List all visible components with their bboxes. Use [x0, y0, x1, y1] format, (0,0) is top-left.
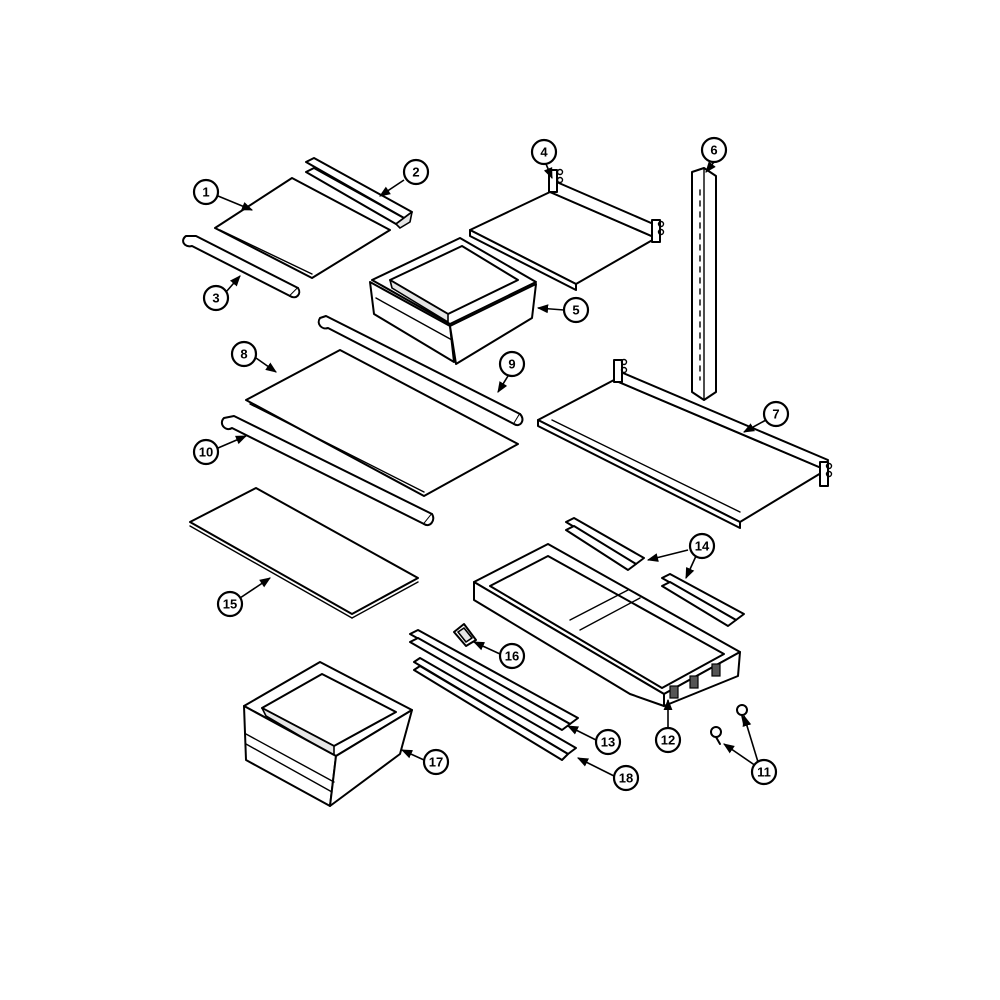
leader-15 [239, 577, 271, 599]
leader-13 [566, 725, 597, 741]
part-4-cantilever-shelf [469, 168, 665, 291]
part-5-drawer [369, 237, 537, 365]
part-17-crisper-drawer [243, 661, 413, 807]
callout-16: 16 [498, 642, 526, 670]
callout-15-label: 15 [223, 597, 237, 612]
part-11-screws [710, 704, 748, 745]
part-12-crisper-cover-frame [473, 543, 741, 707]
callout-11-label: 11 [757, 765, 771, 780]
callout-12: 12 [654, 726, 682, 754]
leader-1 [217, 195, 254, 211]
callout-4-label: 4 [540, 145, 548, 160]
callout-8: 8 [230, 340, 258, 368]
leader-11a [742, 714, 759, 763]
part-16-bracket [453, 623, 477, 647]
callout-5-label: 5 [572, 303, 579, 318]
part-18-rail [413, 657, 577, 761]
leader-14a [646, 549, 689, 562]
leader-11b [723, 743, 757, 767]
callout-12-label: 12 [661, 733, 675, 748]
callout-6-label: 6 [710, 143, 717, 158]
part-8-glass-shelf [245, 349, 519, 497]
leader-18 [576, 757, 615, 777]
part-13-rail [409, 629, 579, 731]
leader-6 [705, 161, 716, 173]
callout-1: 1 [192, 178, 220, 206]
callout-13: 13 [594, 728, 622, 756]
part-7-cantilever-shelf-large [537, 358, 833, 529]
callout-17: 17 [422, 748, 450, 776]
leader-lines [217, 161, 767, 777]
part-1-glass-shelf [214, 177, 391, 279]
callout-18-label: 18 [619, 771, 633, 786]
leader-8 [255, 357, 277, 373]
leader-4 [543, 163, 553, 180]
leader-9 [497, 375, 509, 393]
callout-18: 18 [612, 764, 640, 792]
callout-17-label: 17 [429, 755, 443, 770]
callout-13-label: 13 [601, 735, 615, 750]
part-14-trim-pieces [565, 517, 745, 627]
callout-9-label: 9 [508, 357, 515, 372]
callout-4: 4 [530, 138, 558, 166]
leader-16 [472, 641, 501, 655]
callout-1-label: 1 [202, 185, 209, 200]
part-9-shelf-trim [317, 315, 524, 426]
callout-14: 14 [688, 532, 716, 560]
part-6-shelf-ladder [691, 167, 717, 401]
part-10-shelf-trim [220, 415, 435, 526]
callout-10-label: 10 [199, 445, 213, 460]
callout-7: 7 [762, 400, 790, 428]
part-15-crisper-cover-glass [189, 487, 419, 619]
leader-14b [685, 555, 697, 580]
callout-5: 5 [562, 296, 590, 324]
callout-7-label: 7 [772, 407, 779, 422]
callout-3: 3 [202, 284, 230, 312]
callout-9: 9 [498, 350, 526, 378]
part-3-shelf-trim-front [182, 235, 301, 299]
callout-10: 10 [192, 438, 220, 466]
callout-15: 15 [216, 590, 244, 618]
leader-17 [400, 749, 425, 761]
part-2-shelf-trim [305, 157, 413, 229]
callout-11: 11 [750, 758, 778, 786]
callout-16-label: 16 [505, 649, 519, 664]
callout-3-label: 3 [212, 291, 219, 306]
callout-6: 6 [700, 136, 728, 164]
callout-2-label: 2 [412, 165, 419, 180]
leader-7 [743, 419, 767, 433]
leader-5 [536, 304, 565, 314]
leader-2 [379, 179, 405, 197]
leader-3 [225, 275, 241, 293]
callout-14-label: 14 [695, 539, 710, 554]
callout-8-label: 8 [240, 347, 247, 362]
callout-2: 2 [402, 158, 430, 186]
leader-10 [217, 435, 248, 449]
